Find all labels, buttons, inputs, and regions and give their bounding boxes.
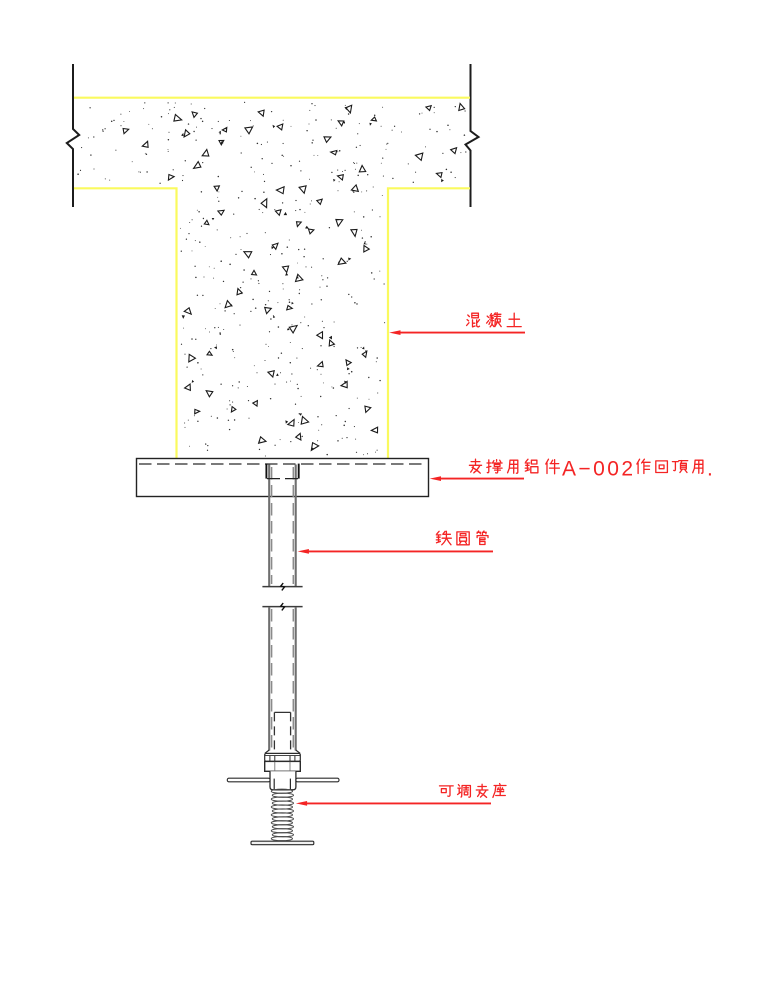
svg-text:A−002: A−002 xyxy=(562,457,633,480)
svg-text:.: . xyxy=(707,457,713,480)
